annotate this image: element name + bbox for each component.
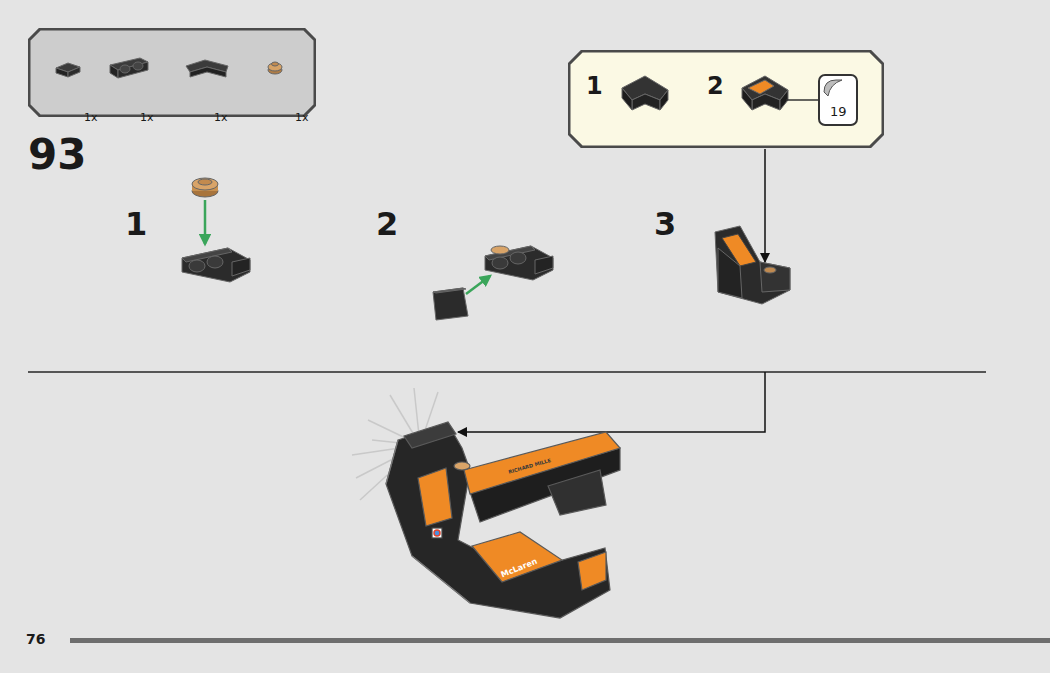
substep-number: 1 [125, 208, 147, 240]
callout-step-number: 2 [707, 72, 724, 100]
step1-parts [182, 178, 250, 282]
sticker-number: 19 [830, 104, 847, 119]
step2-parts [433, 246, 553, 320]
main-model [386, 422, 620, 618]
subassembly-callout: 1 2 19 [568, 50, 884, 148]
quantity-label: 1x [214, 111, 228, 124]
step3-assembly [715, 226, 790, 304]
substep-number: 2 [376, 208, 398, 240]
page-rule [70, 638, 1050, 643]
substep-number: 3 [654, 208, 676, 240]
quantity-label: 1x [140, 111, 154, 124]
leader-arrow [458, 372, 765, 432]
sticker-box: 19 [818, 74, 858, 126]
quantity-label: 1x [84, 111, 98, 124]
separator-line [28, 371, 986, 373]
step-number: 93 [28, 134, 86, 176]
quantity-label: 1x [295, 111, 309, 124]
page-number: 76 [26, 632, 45, 646]
callout-step-number: 1 [586, 72, 603, 100]
